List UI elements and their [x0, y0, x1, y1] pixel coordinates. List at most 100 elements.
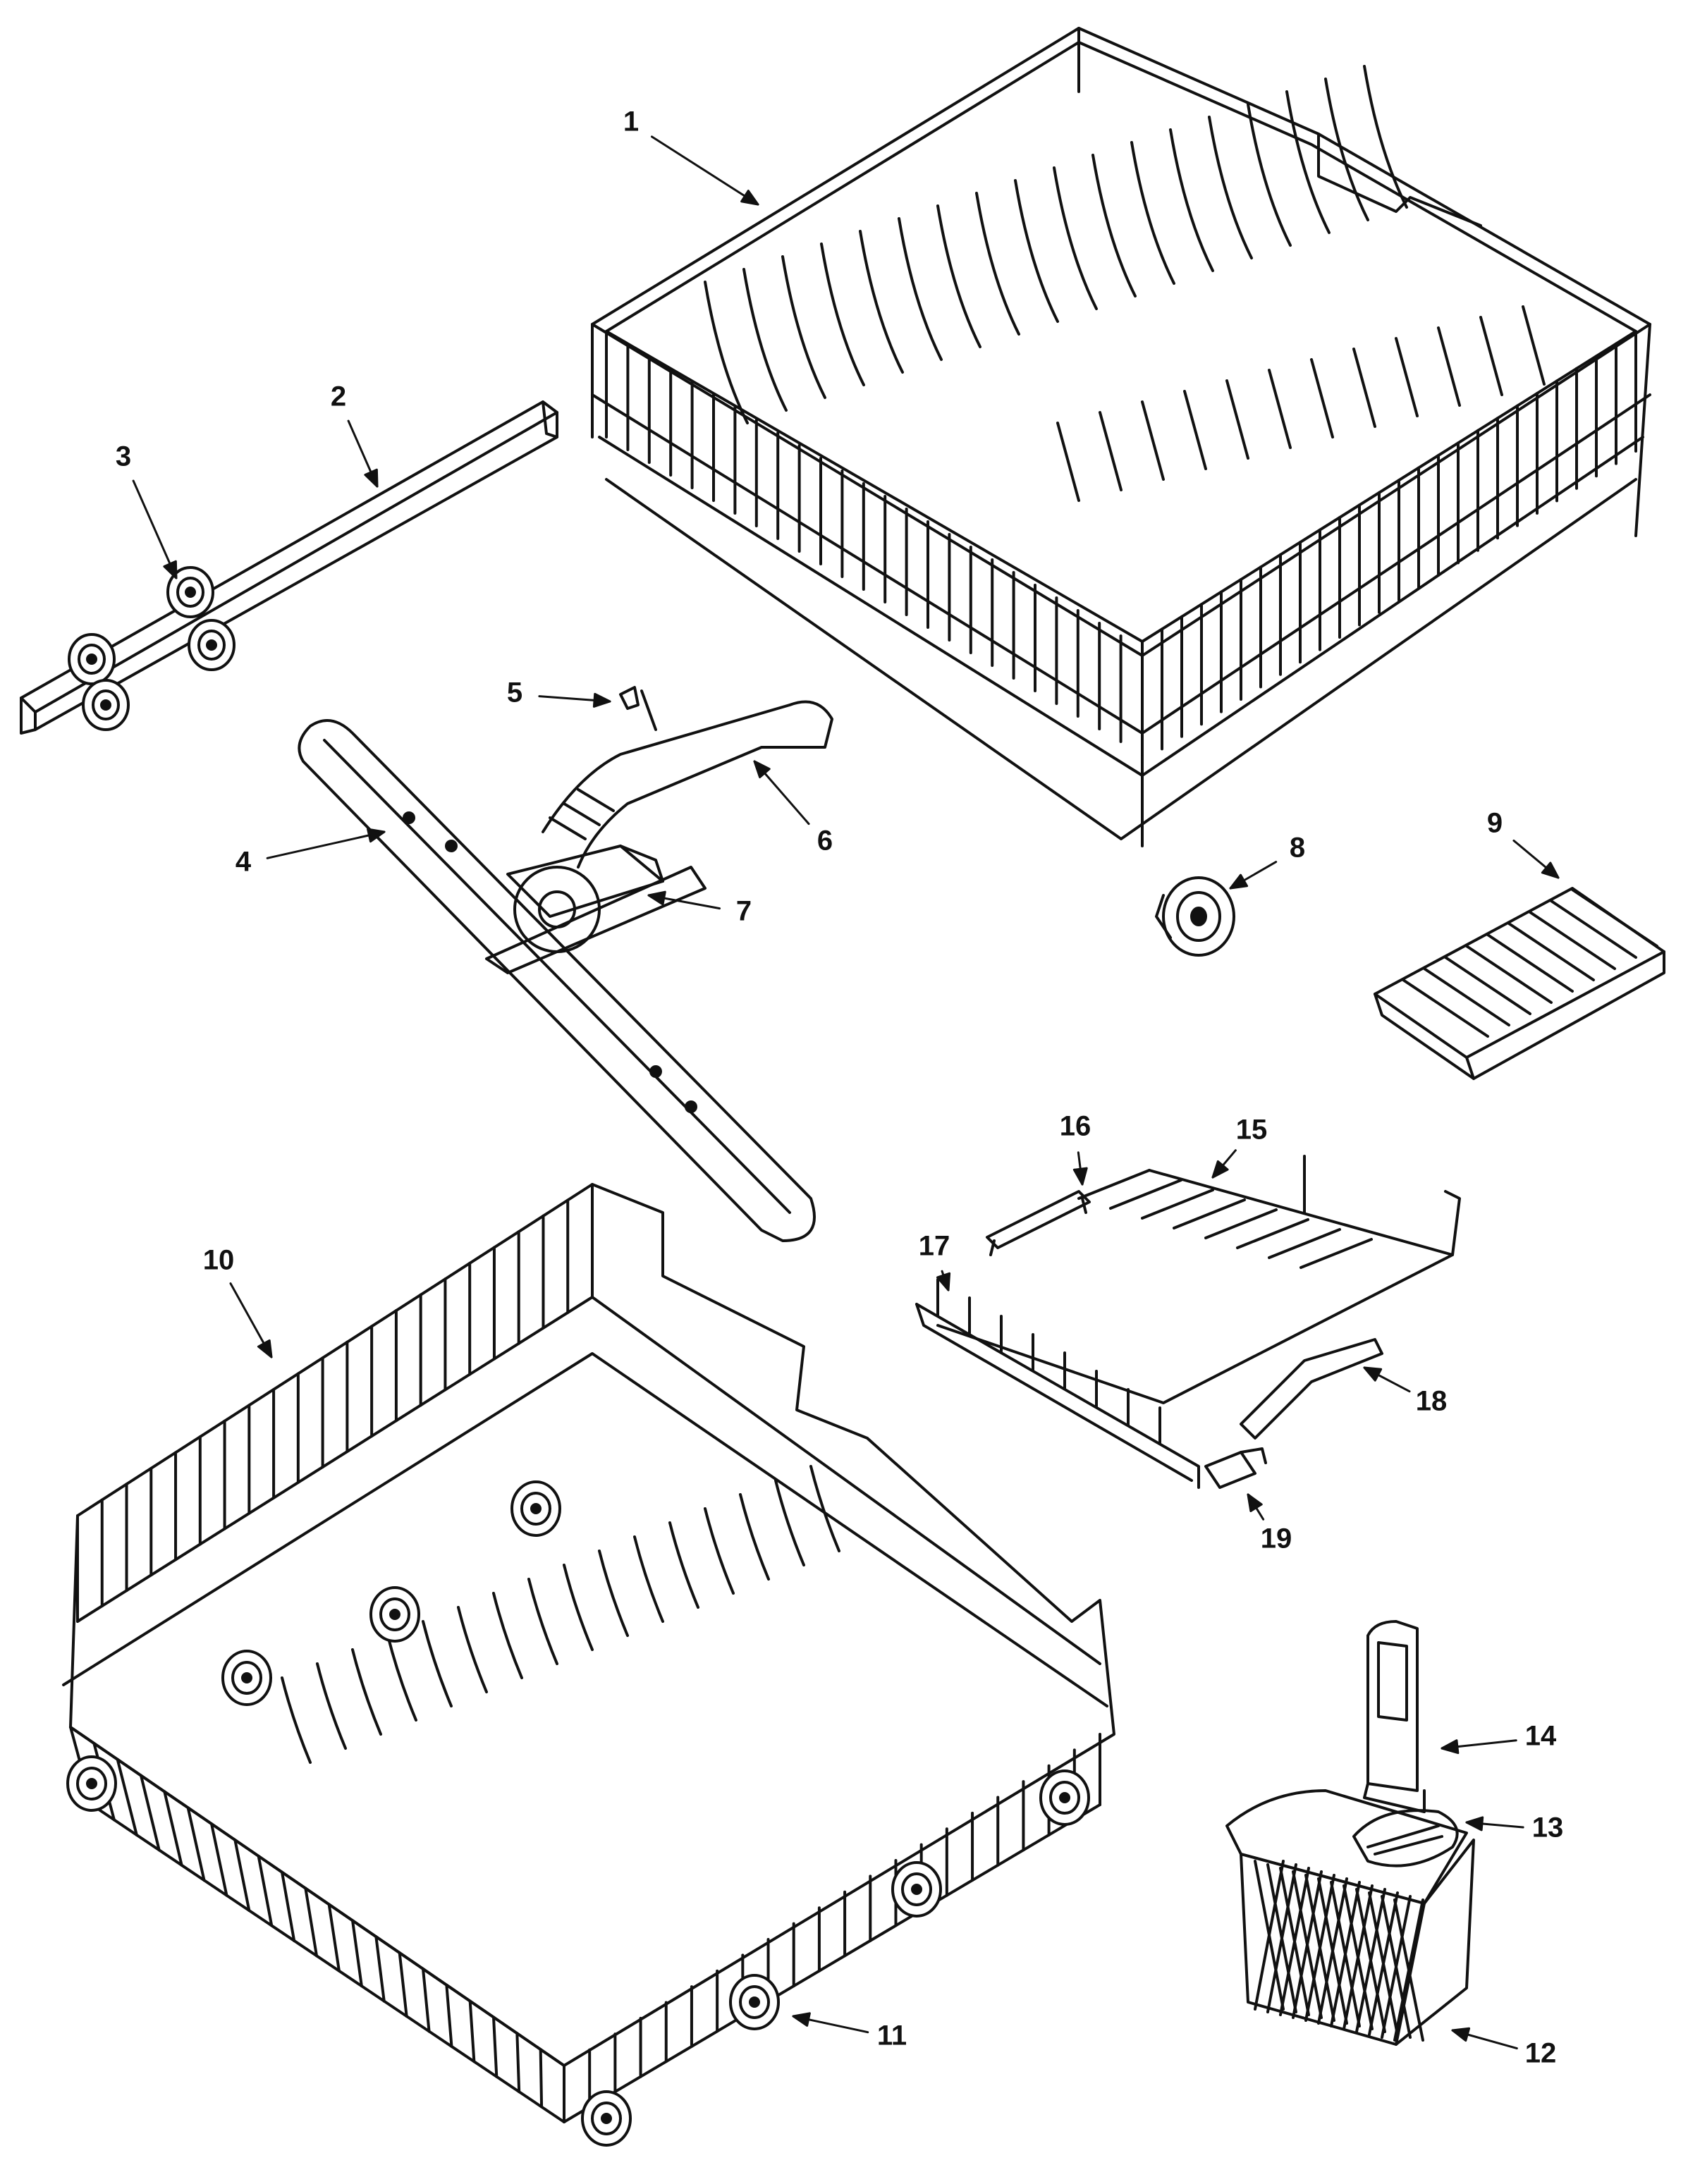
callout-tine-clip: 16 [1060, 1111, 1091, 1142]
leader-line-track-roller [132, 479, 178, 579]
arrowhead-basket-divider [1441, 1739, 1460, 1755]
rack-tine [422, 1620, 453, 1707]
rack-tine [809, 1465, 840, 1552]
shelf-rib [1444, 956, 1531, 1015]
rack-tine [1130, 141, 1175, 285]
lower-rack-wheel[interactable] [66, 1480, 1090, 2147]
arrowhead-spray-arm-mount [647, 890, 666, 906]
arrowhead-track-roller [163, 560, 178, 579]
shelf-rib [1423, 967, 1510, 1026]
shelf-rib [1550, 900, 1637, 959]
fold-down-tine-row-small[interactable] [915, 1278, 1200, 1489]
arrowhead-upper-rack [740, 190, 759, 206]
rack-tine [1208, 116, 1253, 259]
rack-tine [820, 243, 865, 386]
clip[interactable] [619, 686, 657, 731]
track-roller[interactable] [68, 566, 236, 731]
tine-pivot[interactable] [1240, 1338, 1383, 1440]
wheel-axle [241, 1672, 252, 1683]
rack-wire [422, 1967, 431, 2033]
rack-track[interactable] [20, 400, 558, 735]
tine-clip[interactable] [986, 1190, 1091, 1256]
fold-down-tine-row[interactable] [936, 1155, 1461, 1404]
tine-retainer[interactable] [1204, 1447, 1267, 1489]
rack-wire [351, 1919, 363, 1988]
spray-hole [403, 811, 415, 824]
silverware-basket[interactable] [1225, 1789, 1475, 2046]
rack-tine [898, 217, 943, 361]
rack-wire [374, 1935, 386, 2003]
basket-lid[interactable] [1352, 1809, 1459, 1867]
mesh-line [1381, 1895, 1412, 2039]
rack-tine [316, 1662, 347, 1750]
arrowhead-rack-wheel [1229, 873, 1249, 890]
rack-tine [1053, 166, 1098, 310]
arrowhead-lower-rack [257, 1339, 273, 1358]
rack-tine [598, 1550, 629, 1637]
rack-tine [1091, 154, 1137, 297]
rack-tine [633, 1535, 664, 1623]
mesh-line [1317, 1877, 1348, 2025]
leader-lines [132, 135, 1560, 2050]
roller-axle [206, 639, 217, 651]
rack-tine [563, 1564, 594, 1651]
callout-clip: 5 [507, 677, 522, 708]
rack-tine [1225, 379, 1249, 460]
arrowhead-silverware-basket [1451, 2027, 1471, 2042]
rack-wheel[interactable] [1155, 876, 1235, 957]
rack-tine [457, 1606, 488, 1693]
basket-divider[interactable] [1363, 1620, 1426, 1813]
wheel-hub [76, 1767, 107, 1800]
leader-line-upper-rack [650, 135, 759, 206]
spray-arm-mount[interactable] [506, 845, 664, 918]
lower-rack[interactable] [62, 1183, 1115, 2123]
rack-tine [1247, 103, 1292, 247]
wheel-axle [530, 1503, 542, 1514]
mesh-line [1330, 1881, 1361, 2027]
rack-wire [281, 1870, 296, 1942]
callout-cup-shelf: 9 [1487, 808, 1503, 839]
spray-hole [649, 1065, 662, 1078]
rack-tine [859, 230, 904, 374]
callout-tine-pivot: 18 [1416, 1386, 1448, 1417]
rack-tine [739, 1493, 770, 1581]
shelf-rib [1571, 888, 1658, 947]
rack-wire [445, 1983, 453, 2048]
rack-tine [704, 281, 749, 424]
upper-rack[interactable] [591, 27, 1651, 847]
cup-shelf[interactable] [1374, 887, 1665, 1080]
tine [1141, 1189, 1214, 1220]
mesh-line [1304, 1874, 1335, 2022]
arrowhead-fold-down-tine-row-small [936, 1272, 951, 1292]
rack-tine [1099, 411, 1123, 491]
spray-arm[interactable] [298, 719, 816, 1242]
callout-spray-arm: 4 [236, 847, 252, 878]
rack-tine [936, 204, 981, 348]
rack-tine [1522, 305, 1546, 386]
tine [1268, 1228, 1341, 1259]
mesh-line [1279, 1867, 1310, 2016]
rack-tine [1310, 358, 1334, 438]
callout-lower-rack-wheel: 11 [877, 2020, 907, 2051]
wheel-axle [86, 1778, 97, 1789]
rack-tine [386, 1634, 417, 1722]
feed-tube[interactable] [542, 700, 833, 869]
rack-tine [668, 1521, 699, 1609]
wheel-axle [1059, 1792, 1070, 1803]
arrowhead-basket-lid [1465, 1816, 1484, 1832]
callout-upper-rack: 1 [623, 106, 639, 137]
callout-lower-rack: 10 [203, 1245, 235, 1276]
callout-rack-wheel: 8 [1290, 833, 1305, 864]
mesh-line [1393, 1898, 1424, 2042]
wheel-hub [901, 1872, 932, 1906]
rack-tine [1395, 337, 1419, 417]
rack-wire [304, 1887, 319, 1958]
wheel-axle [601, 2113, 612, 2124]
rack-tine [1268, 369, 1292, 449]
wheel-hub [231, 1661, 262, 1695]
arrowhead-tine-retainer [1247, 1493, 1263, 1512]
wheel-hub [1049, 1781, 1080, 1815]
rack-tine [1141, 400, 1165, 481]
